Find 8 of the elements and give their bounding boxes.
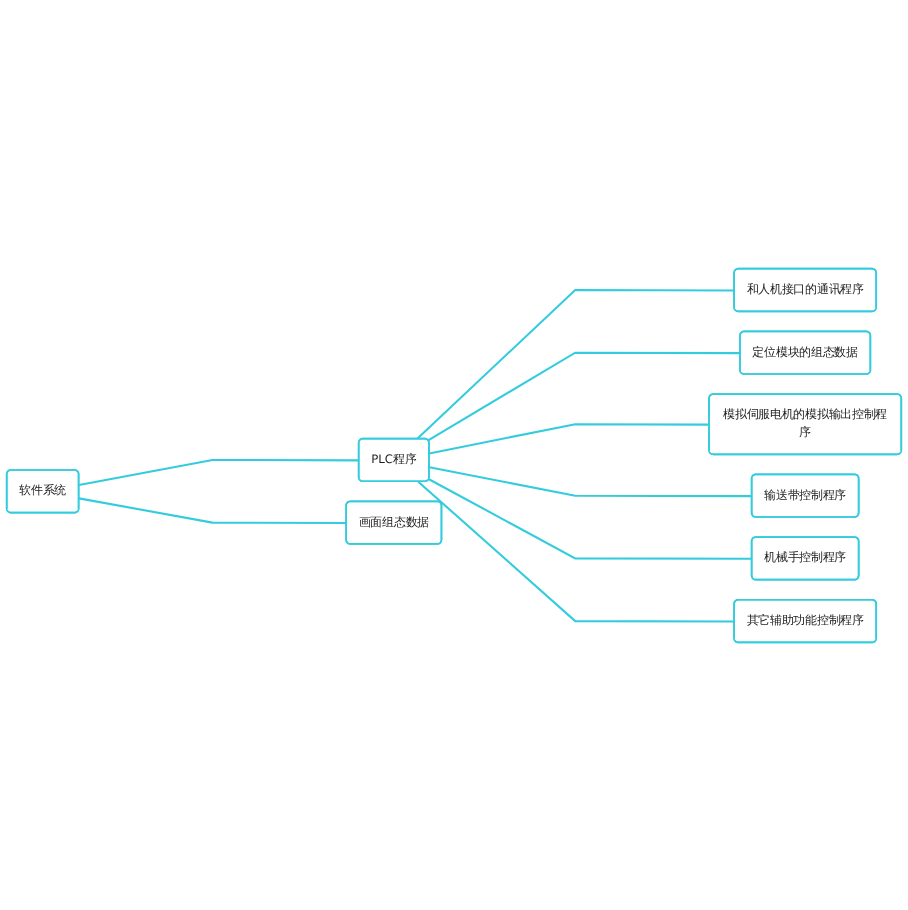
connector — [78, 496, 347, 524]
connector — [429, 465, 753, 497]
connector — [417, 480, 735, 622]
connector — [428, 477, 753, 560]
connector — [429, 422, 710, 454]
connector — [78, 458, 360, 486]
connector — [427, 351, 741, 441]
connector — [416, 288, 735, 440]
